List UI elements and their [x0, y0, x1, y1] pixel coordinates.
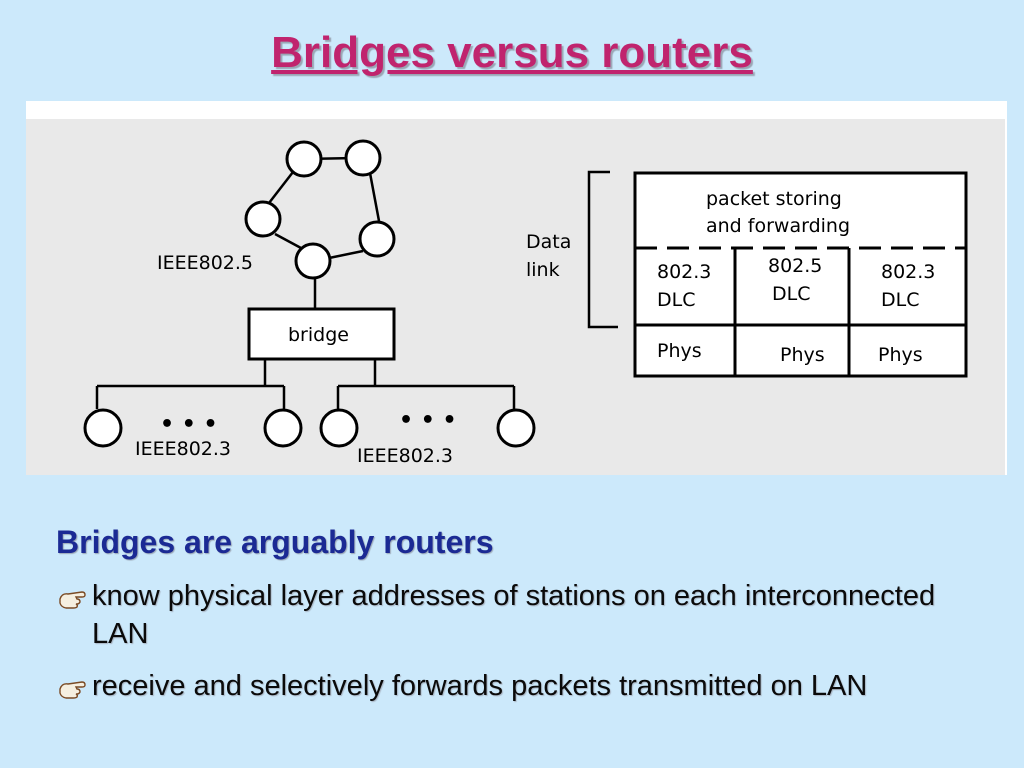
left-lan-ellipsis: • • •: [160, 412, 218, 437]
figure-right-edge: [1005, 101, 1007, 475]
ring-link: [368, 172, 381, 222]
ring-station: [244, 200, 282, 238]
right-lan-ellipsis: • • •: [399, 408, 457, 433]
ring-label: IEEE802.5: [157, 252, 253, 274]
protocol-stack: packet storing and forwarding 802.3 DLC …: [633, 171, 968, 378]
dlc-standard: 802.3: [657, 261, 711, 283]
bullet-item: receive and selectively forwards packets…: [58, 667, 978, 705]
ring-link: [328, 249, 364, 260]
diagram-svg: IEEE802.5 bridge • • • • • • IEEE802.3 I…: [83, 139, 968, 467]
bullet-item: know physical layer addresses of station…: [58, 577, 978, 653]
lan-station: [263, 408, 303, 448]
lan-station: [83, 408, 123, 448]
bullet-text: receive and selectively forwards packets…: [92, 670, 868, 702]
ring-link: [268, 171, 294, 204]
phys-cell: Phys: [657, 340, 702, 362]
ring-station: [294, 242, 332, 280]
dlc-name: DLC: [657, 289, 695, 311]
ring-station: [358, 220, 396, 258]
bridge-diagram: IEEE802.5 bridge • • • • • • IEEE802.3 I…: [26, 101, 1007, 475]
bridge-box: [247, 307, 396, 361]
ring-station: [285, 140, 323, 178]
slide-title: Bridges versus routers: [271, 28, 753, 77]
stack-top-line1: packet storing: [706, 188, 842, 210]
stack-top-line2: and forwarding: [706, 215, 850, 237]
dlc-standard: 802.3: [881, 261, 935, 283]
bullet-text: know physical layer addresses of station…: [92, 580, 936, 650]
ring-station: [344, 139, 382, 177]
dlc-standard: 802.5: [768, 255, 822, 277]
right-lan-label: IEEE802.3: [357, 445, 453, 467]
lan-station: [319, 408, 359, 448]
datalink-bracket: [587, 170, 618, 329]
datalink-label-line2: link: [526, 259, 560, 281]
datalink-label-line1: Data: [526, 231, 571, 253]
stack-outline: [633, 171, 968, 378]
phys-cell: Phys: [780, 344, 825, 366]
section-heading: Bridges are arguably routers: [56, 524, 494, 560]
left-lan-label: IEEE802.3: [135, 438, 231, 460]
ring-link: [274, 232, 302, 250]
bullet-list: know physical layer addresses of station…: [58, 577, 978, 719]
figure-top-strip: [26, 101, 1007, 119]
lan-station: [496, 408, 536, 448]
dlc-name: DLC: [772, 283, 810, 305]
pointing-hand-icon: [59, 591, 86, 609]
pointing-hand-icon: [59, 681, 86, 699]
phys-cell: Phys: [878, 344, 923, 366]
dlc-name: DLC: [881, 289, 919, 311]
bridge-label: bridge: [288, 324, 349, 346]
